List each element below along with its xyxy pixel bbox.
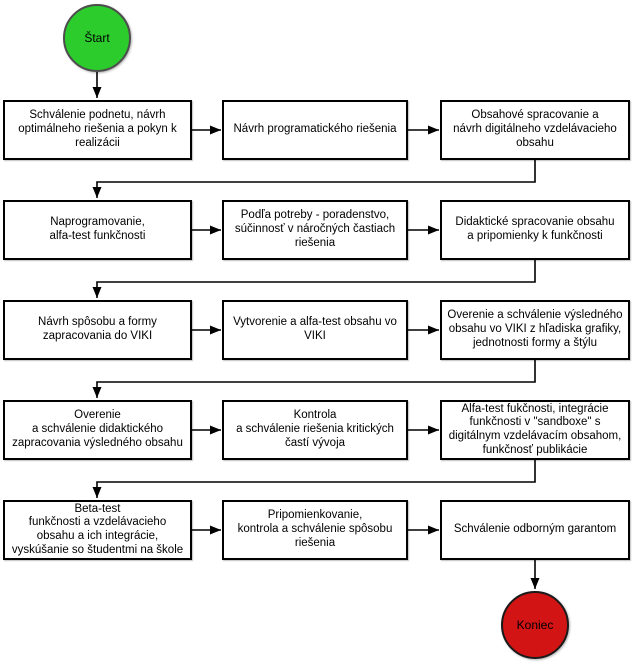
end-node: Koniec (501, 591, 569, 659)
flow-arrow-elbow (92, 360, 536, 398)
flow-arrow-elbow (92, 460, 536, 498)
flow-arrow-elbow (92, 260, 536, 298)
flow-step-3: Obsahové spracovanie a návrh digitálneho… (440, 100, 630, 160)
flow-step-11: Kontrola a schválenie riešenia kritickýc… (222, 400, 408, 460)
flow-step-15: Schválenie odborným garantom (440, 500, 630, 560)
flow-step-8: Vytvorenie a alfa-test obsahu vo VIKI (222, 300, 408, 360)
flow-step-12: Alfa-test fukčnosti, integrácie funkčnos… (440, 400, 630, 460)
flow-step-10: Overenie a schválenie didaktického zapra… (3, 400, 192, 460)
flow-step-9: Overenie a schválenie výsledného obsahu … (440, 300, 630, 360)
flow-step-14: Pripomienkovanie, kontrola a schválenie … (222, 500, 408, 560)
flow-step-4: Naprogramovanie, alfa-test funkčnosti (3, 200, 192, 260)
flow-step-5: Podľa potreby - poradenstvo, súčinnosť v… (222, 200, 408, 260)
flow-step-13: Beta-test funkčnosti a vzdelávacieho obs… (3, 500, 192, 560)
start-node: Štart (63, 4, 131, 72)
flow-step-2: Návrh programatického riešenia (222, 100, 408, 160)
flow-step-7: Návrh spôsobu a formy zapracovania do VI… (3, 300, 192, 360)
flow-arrow-elbow (92, 160, 536, 198)
flow-step-6: Didaktické spracovanie obsahu a pripomie… (440, 200, 630, 260)
flow-step-1: Schválenie podnetu, návrh optimálneho ri… (3, 100, 192, 160)
